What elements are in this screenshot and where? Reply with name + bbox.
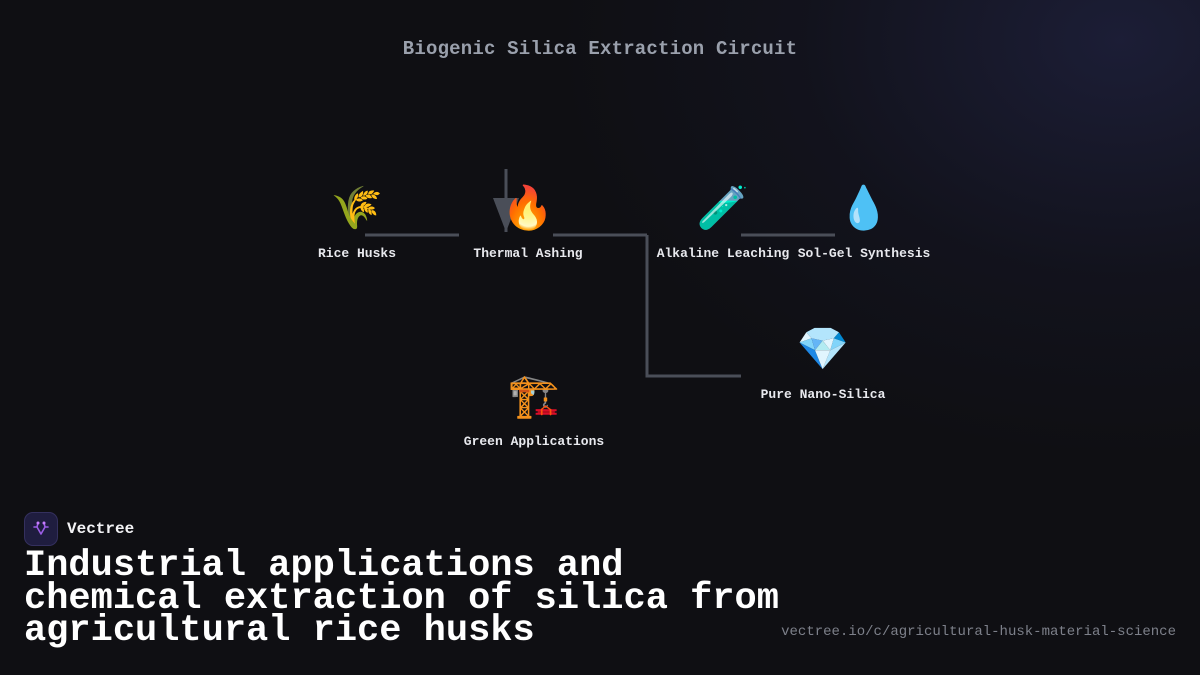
diagram-title: Biogenic Silica Extraction Circuit [402, 38, 798, 60]
node-label: Sol-Gel Synthesis [797, 246, 931, 261]
connector-thermal-ashing-pure-nano-silica [645, 235, 741, 378]
node-label: Pure Nano-Silica [760, 387, 886, 402]
test-tube-icon: 🧪 [696, 187, 750, 235]
vectree-logo-icon [24, 512, 58, 546]
droplet-icon: 💧 [837, 187, 891, 235]
node-rice-husks: 🌾 Rice Husks [318, 186, 396, 261]
brand-name: Vectree [67, 520, 135, 538]
node-sol-gel-synthesis: 💧 Sol-Gel Synthesis [798, 186, 931, 261]
brand[interactable]: Vectree [24, 512, 134, 546]
node-label: Rice Husks [317, 246, 397, 261]
node-green-applications: 🏗️ Green Applications [464, 374, 604, 449]
fire-icon: 🔥 [501, 187, 555, 235]
node-pure-nano-silica: 💎 Pure Nano-Silica [761, 327, 886, 402]
node-label: Alkaline Leaching [656, 246, 790, 261]
node-thermal-ashing: 🔥 Thermal Ashing [473, 186, 582, 261]
headline: Industrial applications and chemical ext… [24, 545, 779, 652]
node-label: Thermal Ashing [473, 246, 583, 261]
connector-arrowhead [493, 198, 519, 232]
node-label: Green Applications [463, 434, 605, 449]
construction-crane-icon: 🏗️ [507, 375, 561, 423]
source-url[interactable]: vectree.io/c/agricultural-husk-material-… [781, 624, 1176, 640]
node-alkaline-leaching: 🧪 Alkaline Leaching [657, 186, 790, 261]
gem-icon: 💎 [796, 328, 850, 376]
sheaf-of-rice-icon: 🌾 [330, 187, 384, 235]
